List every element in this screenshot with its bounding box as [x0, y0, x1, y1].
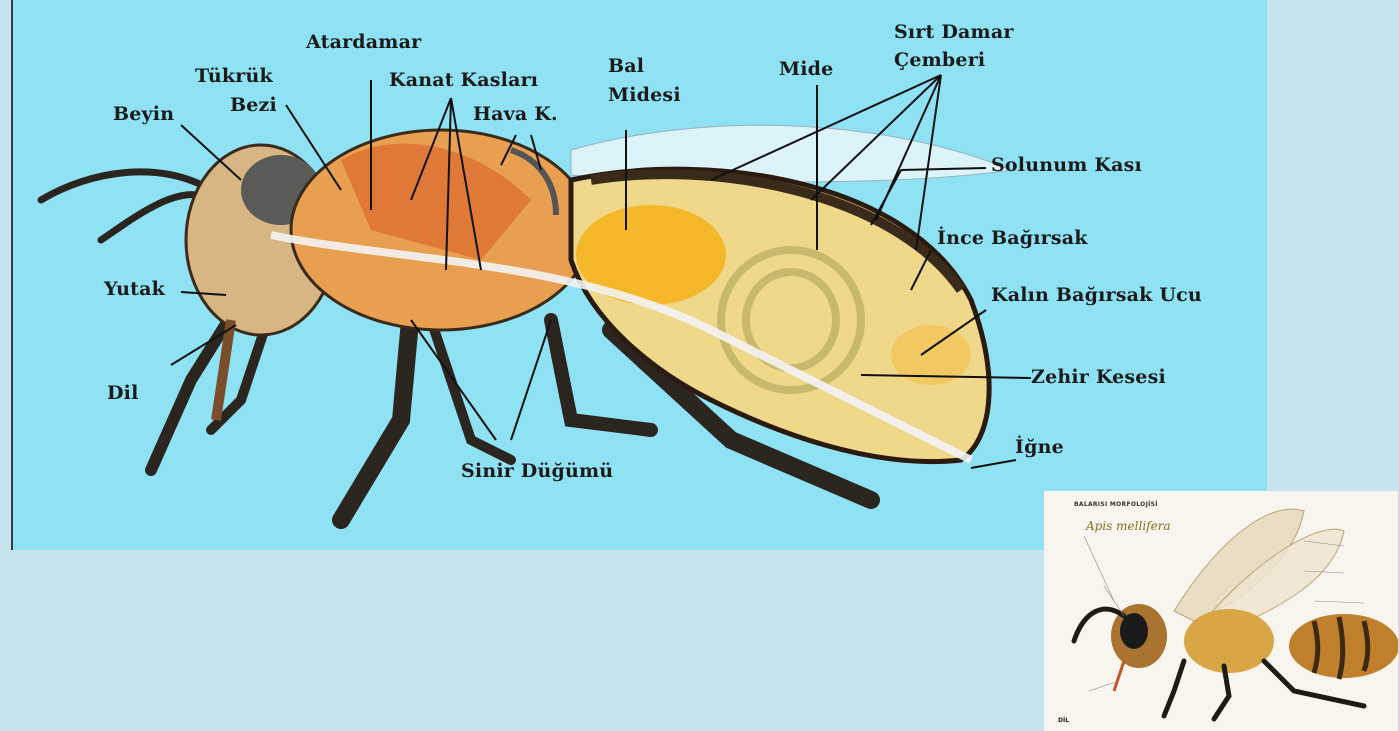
label-zehir-kesesi: Zehir Kesesi [1031, 366, 1166, 388]
label-tukruk-bezi-line1: Tükrük [195, 65, 273, 87]
label-bal-midesi-line1: Bal [608, 55, 644, 77]
label-kalin-bagirsak-ucu: Kalın Bağırsak Ucu [991, 284, 1202, 306]
label-atardamar: Atardamar [306, 31, 421, 53]
label-sirt-damar-line1: Sırt Damar [894, 21, 1014, 43]
label-solunum-kasi: Solunum Kası [991, 154, 1142, 176]
label-tukruk-bezi-line2: Bezi [230, 94, 277, 116]
label-dil: Dil [107, 382, 139, 404]
label-sirt-damar-line2: Çemberi [894, 49, 985, 71]
label-ince-bagirsak: İnce Bağırsak [937, 227, 1088, 249]
inset-dil-label: DİL [1058, 717, 1069, 724]
label-beyin: Beyin [113, 103, 174, 125]
label-sinir-dugumu: Sinir Düğümü [461, 460, 613, 482]
label-bal-midesi-line2: Midesi [608, 84, 681, 106]
bee-photo-illustration [1044, 491, 1398, 731]
anatomy-diagram-panel: Atardamar Tükrük Bezi Beyin Kanat Kaslar… [11, 0, 1267, 550]
label-igne: İğne [1015, 436, 1064, 458]
label-yutak: Yutak [104, 278, 165, 300]
label-hava-k: Hava K. [473, 103, 558, 125]
label-mide: Mide [779, 58, 833, 80]
morphology-inset-image: BALARISI MORFOLOJİSİ Apis mellifera [1044, 491, 1398, 731]
label-kanat-kaslari: Kanat Kasları [389, 69, 538, 91]
